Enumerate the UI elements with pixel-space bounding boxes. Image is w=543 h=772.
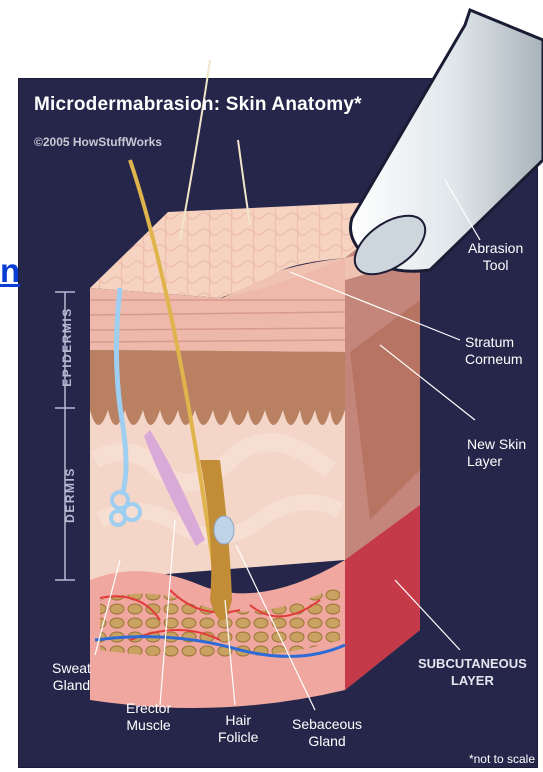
partial-link-text[interactable]: n — [0, 252, 20, 290]
stratum-corneum-label: Stratum Corneum — [465, 334, 523, 368]
erector-muscle-label: Erector Muscle — [126, 700, 171, 734]
subcutaneous-layer-label: SUBCUTANEOUS LAYER — [418, 655, 527, 689]
copyright-text: ©2005 HowStuffWorks — [34, 135, 162, 149]
sebaceous-gland-label: Sebaceous Gland — [292, 716, 362, 750]
epidermis-label: EPIDERMIS — [60, 307, 74, 387]
hair-folicle-label: Hair Folicle — [218, 712, 258, 746]
footnote: *not to scale — [469, 752, 535, 766]
diagram-title: Microdermabrasion: Skin Anatomy* — [34, 94, 362, 116]
abrasion-tool-label: Abrasion Tool — [468, 240, 523, 274]
new-skin-layer-label: New Skin Layer — [467, 436, 526, 470]
dermis-label: DERMIS — [63, 467, 77, 523]
sweat-gland-label: Sweat Gland — [52, 660, 91, 694]
